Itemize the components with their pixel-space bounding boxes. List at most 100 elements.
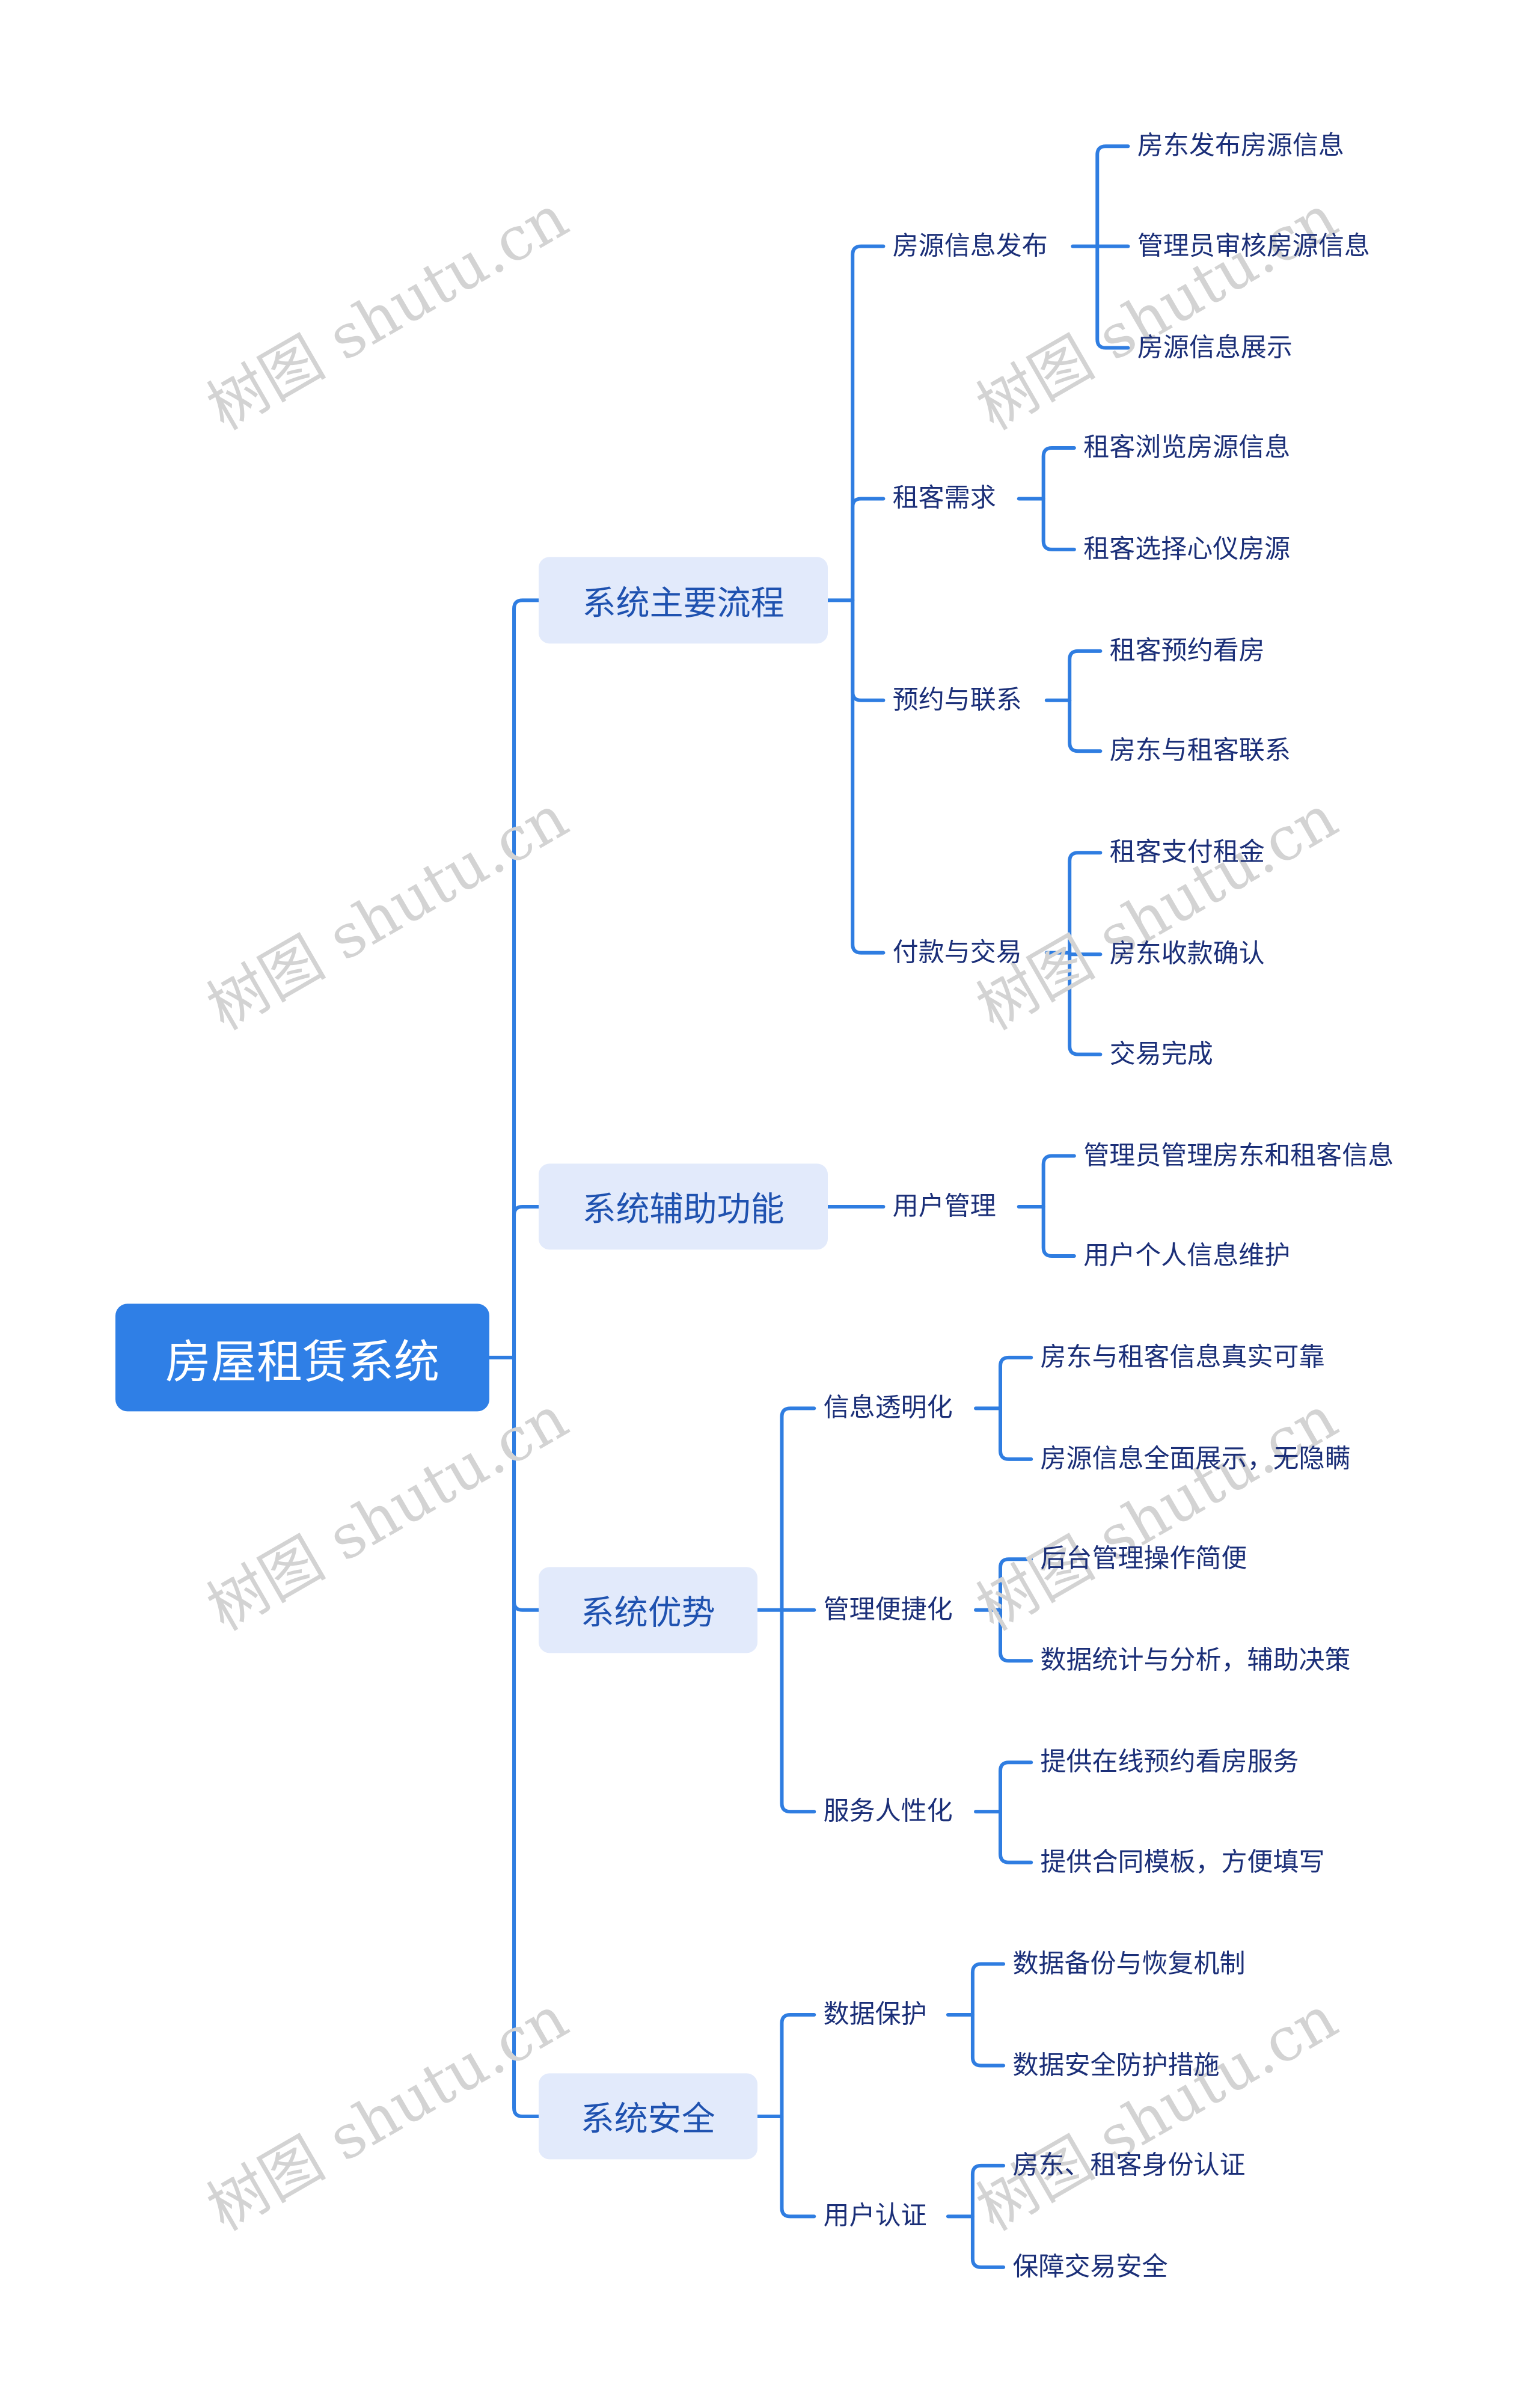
subtopic-node-label: 租客浏览房源信息	[1083, 432, 1291, 463]
subtopic-node-label: 后台管理操作简便	[1040, 1543, 1247, 1574]
branch-connector-link	[851, 497, 886, 602]
topic-node-label: 预约与联系	[892, 685, 1022, 715]
subtopic-node-label: 房源信息全面展示，无隐瞒	[1040, 1444, 1351, 1474]
topic-connector-link	[999, 1760, 1033, 1814]
subtopic-node-label: 保障交易安全	[1012, 2252, 1168, 2282]
subtopic-node[interactable]: 后台管理操作简便	[1041, 1546, 1247, 1572]
subtopic-node[interactable]: 交易完成	[1110, 1041, 1213, 1067]
subtopic-node-label: 房东与租客联系	[1109, 735, 1291, 766]
subtopic-node[interactable]: 数据备份与恢复机制	[1012, 1951, 1245, 1977]
subtopic-node-label: 管理员审核房源信息	[1137, 231, 1370, 262]
branch-node-label: 系统安全	[580, 2100, 715, 2139]
subtopic-node-label: 租客预约看房	[1109, 636, 1265, 666]
topic-node[interactable]: 用户认证	[823, 2201, 927, 2231]
topic-node-label: 信息透明化	[823, 1392, 953, 1423]
subtopic-node-label: 租客支付租金	[1109, 837, 1265, 868]
topic-node[interactable]: 租客需求	[892, 483, 996, 513]
branch-connector-link	[780, 1406, 816, 1612]
topic-connector-link	[1041, 1205, 1076, 1258]
topic-node[interactable]: 信息透明化	[824, 1395, 953, 1421]
topic-connector-link	[1068, 649, 1103, 702]
branch-node[interactable]: 系统安全	[539, 2073, 757, 2160]
root-node[interactable]: 房屋租赁系统	[115, 1304, 490, 1412]
topic-connector-link	[970, 2214, 1006, 2269]
branch-node[interactable]: 系统优势	[539, 1567, 757, 1653]
subtopic-node-label: 管理员管理房东和租客信息	[1083, 1141, 1394, 1171]
topic-connector-link	[970, 2163, 1006, 2219]
subtopic-node-label: 房东收款确认	[1109, 939, 1265, 969]
subtopic-node[interactable]: 租客预约看房	[1110, 638, 1265, 664]
branch-connector-link	[851, 598, 886, 702]
subtopic-node[interactable]: 房东与租客信息真实可靠	[1041, 1344, 1325, 1370]
subtopic-node-label: 用户个人信息维护	[1083, 1240, 1291, 1271]
topic-node-label: 付款与交易	[892, 937, 1022, 968]
branch-connector-link	[780, 2013, 816, 2118]
subtopic-node[interactable]: 数据统计与分析，辅助决策	[1040, 1645, 1351, 1676]
topic-connector-link	[999, 1810, 1033, 1864]
topic-node-label: 管理便捷化	[823, 1595, 953, 1625]
subtopic-node[interactable]: 用户个人信息维护	[1083, 1243, 1290, 1269]
subtopic-node[interactable]: 提供合同模板，方便填写	[1041, 1849, 1325, 1875]
root-connector-link	[512, 598, 540, 1359]
subtopic-node-label: 提供合同模板，方便填写	[1040, 1847, 1325, 1878]
topic-connector-link	[999, 1608, 1033, 1663]
subtopic-node[interactable]: 房东发布房源信息	[1137, 133, 1344, 159]
topic-node[interactable]: 付款与交易	[893, 940, 1022, 966]
topic-connector-link	[1041, 1154, 1076, 1209]
topic-connector-link	[999, 1557, 1033, 1612]
topic-connector-link	[1041, 497, 1076, 551]
subtopic-node-label: 数据备份与恢复机制	[1012, 1949, 1246, 1979]
topic-node[interactable]: 管理便捷化	[824, 1597, 953, 1623]
branch-node[interactable]: 系统辅助功能	[539, 1163, 828, 1250]
topic-node[interactable]: 服务人性化	[823, 1796, 953, 1827]
subtopic-node[interactable]: 数据安全防护措施	[1012, 2053, 1219, 2079]
topic-connector-link	[999, 1406, 1033, 1461]
subtopic-node[interactable]: 房东、租客身份认证	[1012, 2152, 1245, 2178]
topic-node-label: 服务人性化	[823, 1796, 953, 1827]
topic-node-label: 用户管理	[892, 1191, 996, 1222]
topic-node-label: 房源信息发布	[892, 231, 1048, 262]
root-connector-link	[512, 1355, 540, 1612]
branch-connector-link	[851, 598, 886, 955]
topic-connector-link	[999, 1355, 1033, 1411]
subtopic-node[interactable]: 管理员管理房东和租客信息	[1083, 1143, 1394, 1169]
subtopic-node[interactable]: 租客选择心仪房源	[1083, 536, 1290, 562]
subtopic-node-label: 交易完成	[1109, 1039, 1213, 1070]
branch-node[interactable]: 系统主要流程	[539, 557, 828, 644]
subtopic-node-label: 房东、租客身份认证	[1012, 2150, 1246, 2181]
subtopic-node[interactable]: 管理员审核房源信息	[1137, 233, 1370, 259]
subtopic-node-label: 房源信息展示	[1137, 332, 1293, 363]
subtopic-node[interactable]: 房东与租客联系	[1110, 738, 1291, 764]
topic-node-label: 用户认证	[823, 2201, 927, 2231]
branch-connector-link	[780, 2115, 816, 2219]
topic-node-label: 租客需求	[892, 483, 996, 513]
subtopic-node[interactable]: 租客浏览房源信息	[1083, 435, 1290, 461]
branch-node-label: 系统主要流程	[582, 583, 785, 623]
subtopic-node[interactable]: 租客支付租金	[1109, 837, 1265, 868]
root-connector-link	[512, 1355, 540, 2118]
topic-connector-link	[1068, 851, 1103, 955]
subtopic-node-label: 数据安全防护措施	[1012, 2050, 1220, 2081]
branch-node-label: 系统优势	[580, 1593, 715, 1633]
branch-connector-link	[851, 244, 886, 602]
subtopic-node[interactable]: 保障交易安全	[1012, 2254, 1167, 2280]
subtopic-node-label: 数据统计与分析，辅助决策	[1040, 1645, 1351, 1676]
topic-connector-link	[1068, 951, 1103, 1056]
topic-node[interactable]: 数据保护	[824, 2002, 927, 2028]
subtopic-node-label: 房东发布房源信息	[1137, 130, 1344, 161]
topic-connector-link	[1041, 446, 1076, 501]
topic-node[interactable]: 预约与联系	[893, 687, 1022, 713]
branch-node-label: 系统辅助功能	[582, 1190, 785, 1230]
subtopic-node[interactable]: 房源信息展示	[1137, 335, 1293, 361]
topic-connector-link	[970, 1962, 1006, 2017]
subtopic-node-label: 提供在线预约看房服务	[1040, 1747, 1299, 1777]
topic-node[interactable]: 房源信息发布	[893, 233, 1048, 259]
topic-node[interactable]: 用户管理	[892, 1191, 996, 1222]
subtopic-node[interactable]: 房东收款确认	[1109, 939, 1265, 969]
subtopic-node[interactable]: 提供在线预约看房服务	[1040, 1747, 1299, 1777]
topic-connector-link	[970, 2013, 1006, 2068]
subtopic-node-label: 房东与租客信息真实可靠	[1040, 1342, 1325, 1373]
subtopic-node[interactable]: 房源信息全面展示，无隐瞒	[1041, 1446, 1351, 1472]
